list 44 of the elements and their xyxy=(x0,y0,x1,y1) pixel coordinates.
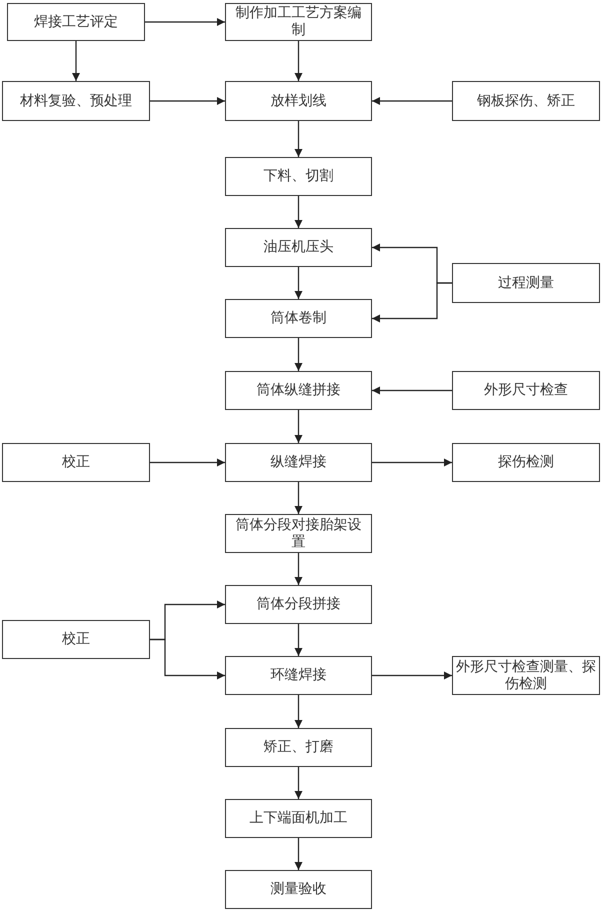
arrow xyxy=(294,553,302,585)
arrow xyxy=(294,624,302,656)
arrow xyxy=(145,18,225,26)
process-box: 探伤检测 xyxy=(452,443,600,482)
process-box: 外形尺寸检查 xyxy=(452,371,600,410)
arrow xyxy=(294,121,302,157)
arrow xyxy=(372,672,452,680)
arrow xyxy=(372,458,452,466)
arrow xyxy=(294,695,302,728)
arrow xyxy=(294,767,302,799)
process-box: 下料、切割 xyxy=(225,157,372,196)
arrow xyxy=(294,267,302,299)
arrow xyxy=(294,838,302,870)
process-box: 油压机压头 xyxy=(225,228,372,267)
process-box: 钢板探伤、矫正 xyxy=(452,81,600,121)
process-box: 矫正、打磨 xyxy=(225,728,372,767)
process-box: 制作加工工艺方案编制 xyxy=(225,3,372,41)
process-box: 过程测量 xyxy=(452,263,600,303)
process-box: 筒体卷制 xyxy=(225,299,372,338)
process-box: 筒体分段拼接 xyxy=(225,585,372,624)
process-box: 环缝焊接 xyxy=(225,656,372,695)
process-box: 材料复验、预处理 xyxy=(2,81,150,121)
arrow xyxy=(372,282,452,322)
process-box: 焊接工艺评定 xyxy=(7,3,145,41)
arrow xyxy=(294,338,302,371)
arrow xyxy=(150,458,225,466)
process-box: 上下端面机加工 xyxy=(225,799,372,838)
process-box: 筒体纵缝拼接 xyxy=(225,371,372,410)
arrow xyxy=(294,482,302,514)
arrow xyxy=(150,638,225,680)
process-box: 筒体分段对接胎架设置 xyxy=(225,514,372,553)
arrow xyxy=(150,97,225,105)
arrow xyxy=(294,41,302,81)
process-box: 测量验收 xyxy=(225,870,372,909)
arrow xyxy=(372,97,452,105)
arrow xyxy=(372,386,452,394)
process-box: 放样划线 xyxy=(225,81,372,121)
process-box: 外形尺寸检查测量、探伤检测 xyxy=(452,656,600,695)
process-box: 校正 xyxy=(2,620,150,659)
arrow xyxy=(72,41,80,81)
process-box: 校正 xyxy=(2,443,150,482)
arrow xyxy=(294,410,302,443)
arrow xyxy=(294,196,302,228)
process-box: 纵缝焊接 xyxy=(225,443,372,482)
